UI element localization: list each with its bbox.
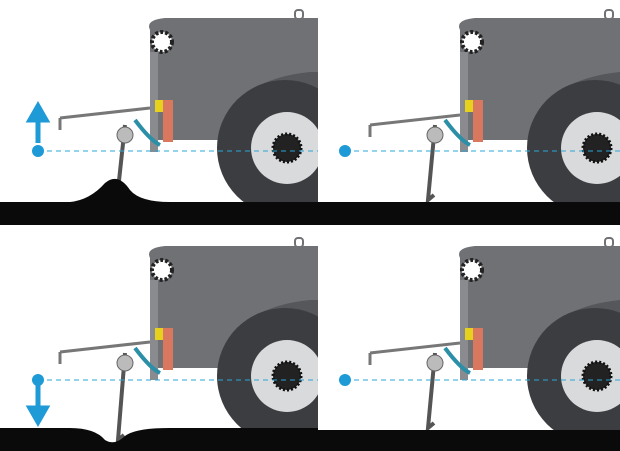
- lifting-eye: [294, 9, 304, 20]
- hydraulic-hose: [133, 346, 161, 375]
- bracket-yellow: [465, 328, 475, 340]
- lifting-eye: [604, 237, 614, 248]
- bracket-red: [163, 328, 173, 370]
- injector-tine: [425, 352, 437, 433]
- panel-top-left: [0, 9, 318, 225]
- wheel-hub-icon: [581, 360, 613, 392]
- reference-dot: [32, 145, 44, 157]
- reference-dot: [339, 374, 351, 386]
- tine-spring: [116, 126, 134, 144]
- arrow-up-icon: [25, 100, 51, 143]
- hydraulic-hose: [443, 346, 471, 375]
- toolbar-arm: [368, 113, 461, 137]
- wheel-hub-icon: [271, 360, 303, 392]
- injector-tine: [115, 352, 127, 445]
- toolbar-arm: [368, 341, 461, 365]
- bracket-yellow: [155, 100, 165, 112]
- reference-dot: [339, 145, 351, 157]
- bracket-red: [473, 100, 483, 142]
- ground: [0, 428, 318, 451]
- panel-bottom-right: [310, 237, 620, 451]
- ground: [0, 178, 318, 225]
- arrow-down-icon: [25, 380, 51, 428]
- tine-spring: [426, 126, 444, 144]
- lifting-eye: [604, 9, 614, 20]
- distributor-icon: [150, 30, 174, 54]
- frame-post: [460, 280, 468, 380]
- distributor-icon: [460, 258, 484, 282]
- panel-top-right: [310, 9, 620, 225]
- frame-post: [460, 52, 468, 152]
- toolbar-arm: [58, 340, 151, 364]
- bracket-red: [163, 100, 173, 142]
- ground: [310, 202, 620, 225]
- ground: [310, 430, 620, 451]
- frame-post: [150, 280, 158, 380]
- bracket-red: [473, 328, 483, 370]
- hydraulic-hose: [443, 118, 471, 147]
- panel-bottom-left: [0, 237, 318, 451]
- bracket-yellow: [465, 100, 475, 112]
- wheel-hub-icon: [581, 132, 613, 164]
- tine-spring: [426, 354, 444, 372]
- hydraulic-hose: [133, 118, 161, 147]
- toolbar-arm: [58, 106, 151, 130]
- bracket-yellow: [155, 328, 165, 340]
- tine-spring: [116, 354, 134, 372]
- lifting-eye: [294, 237, 304, 248]
- frame-post: [150, 52, 158, 152]
- wheel-hub-icon: [271, 132, 303, 164]
- distributor-icon: [150, 258, 174, 282]
- distributor-icon: [460, 30, 484, 54]
- injector-tine: [425, 124, 437, 205]
